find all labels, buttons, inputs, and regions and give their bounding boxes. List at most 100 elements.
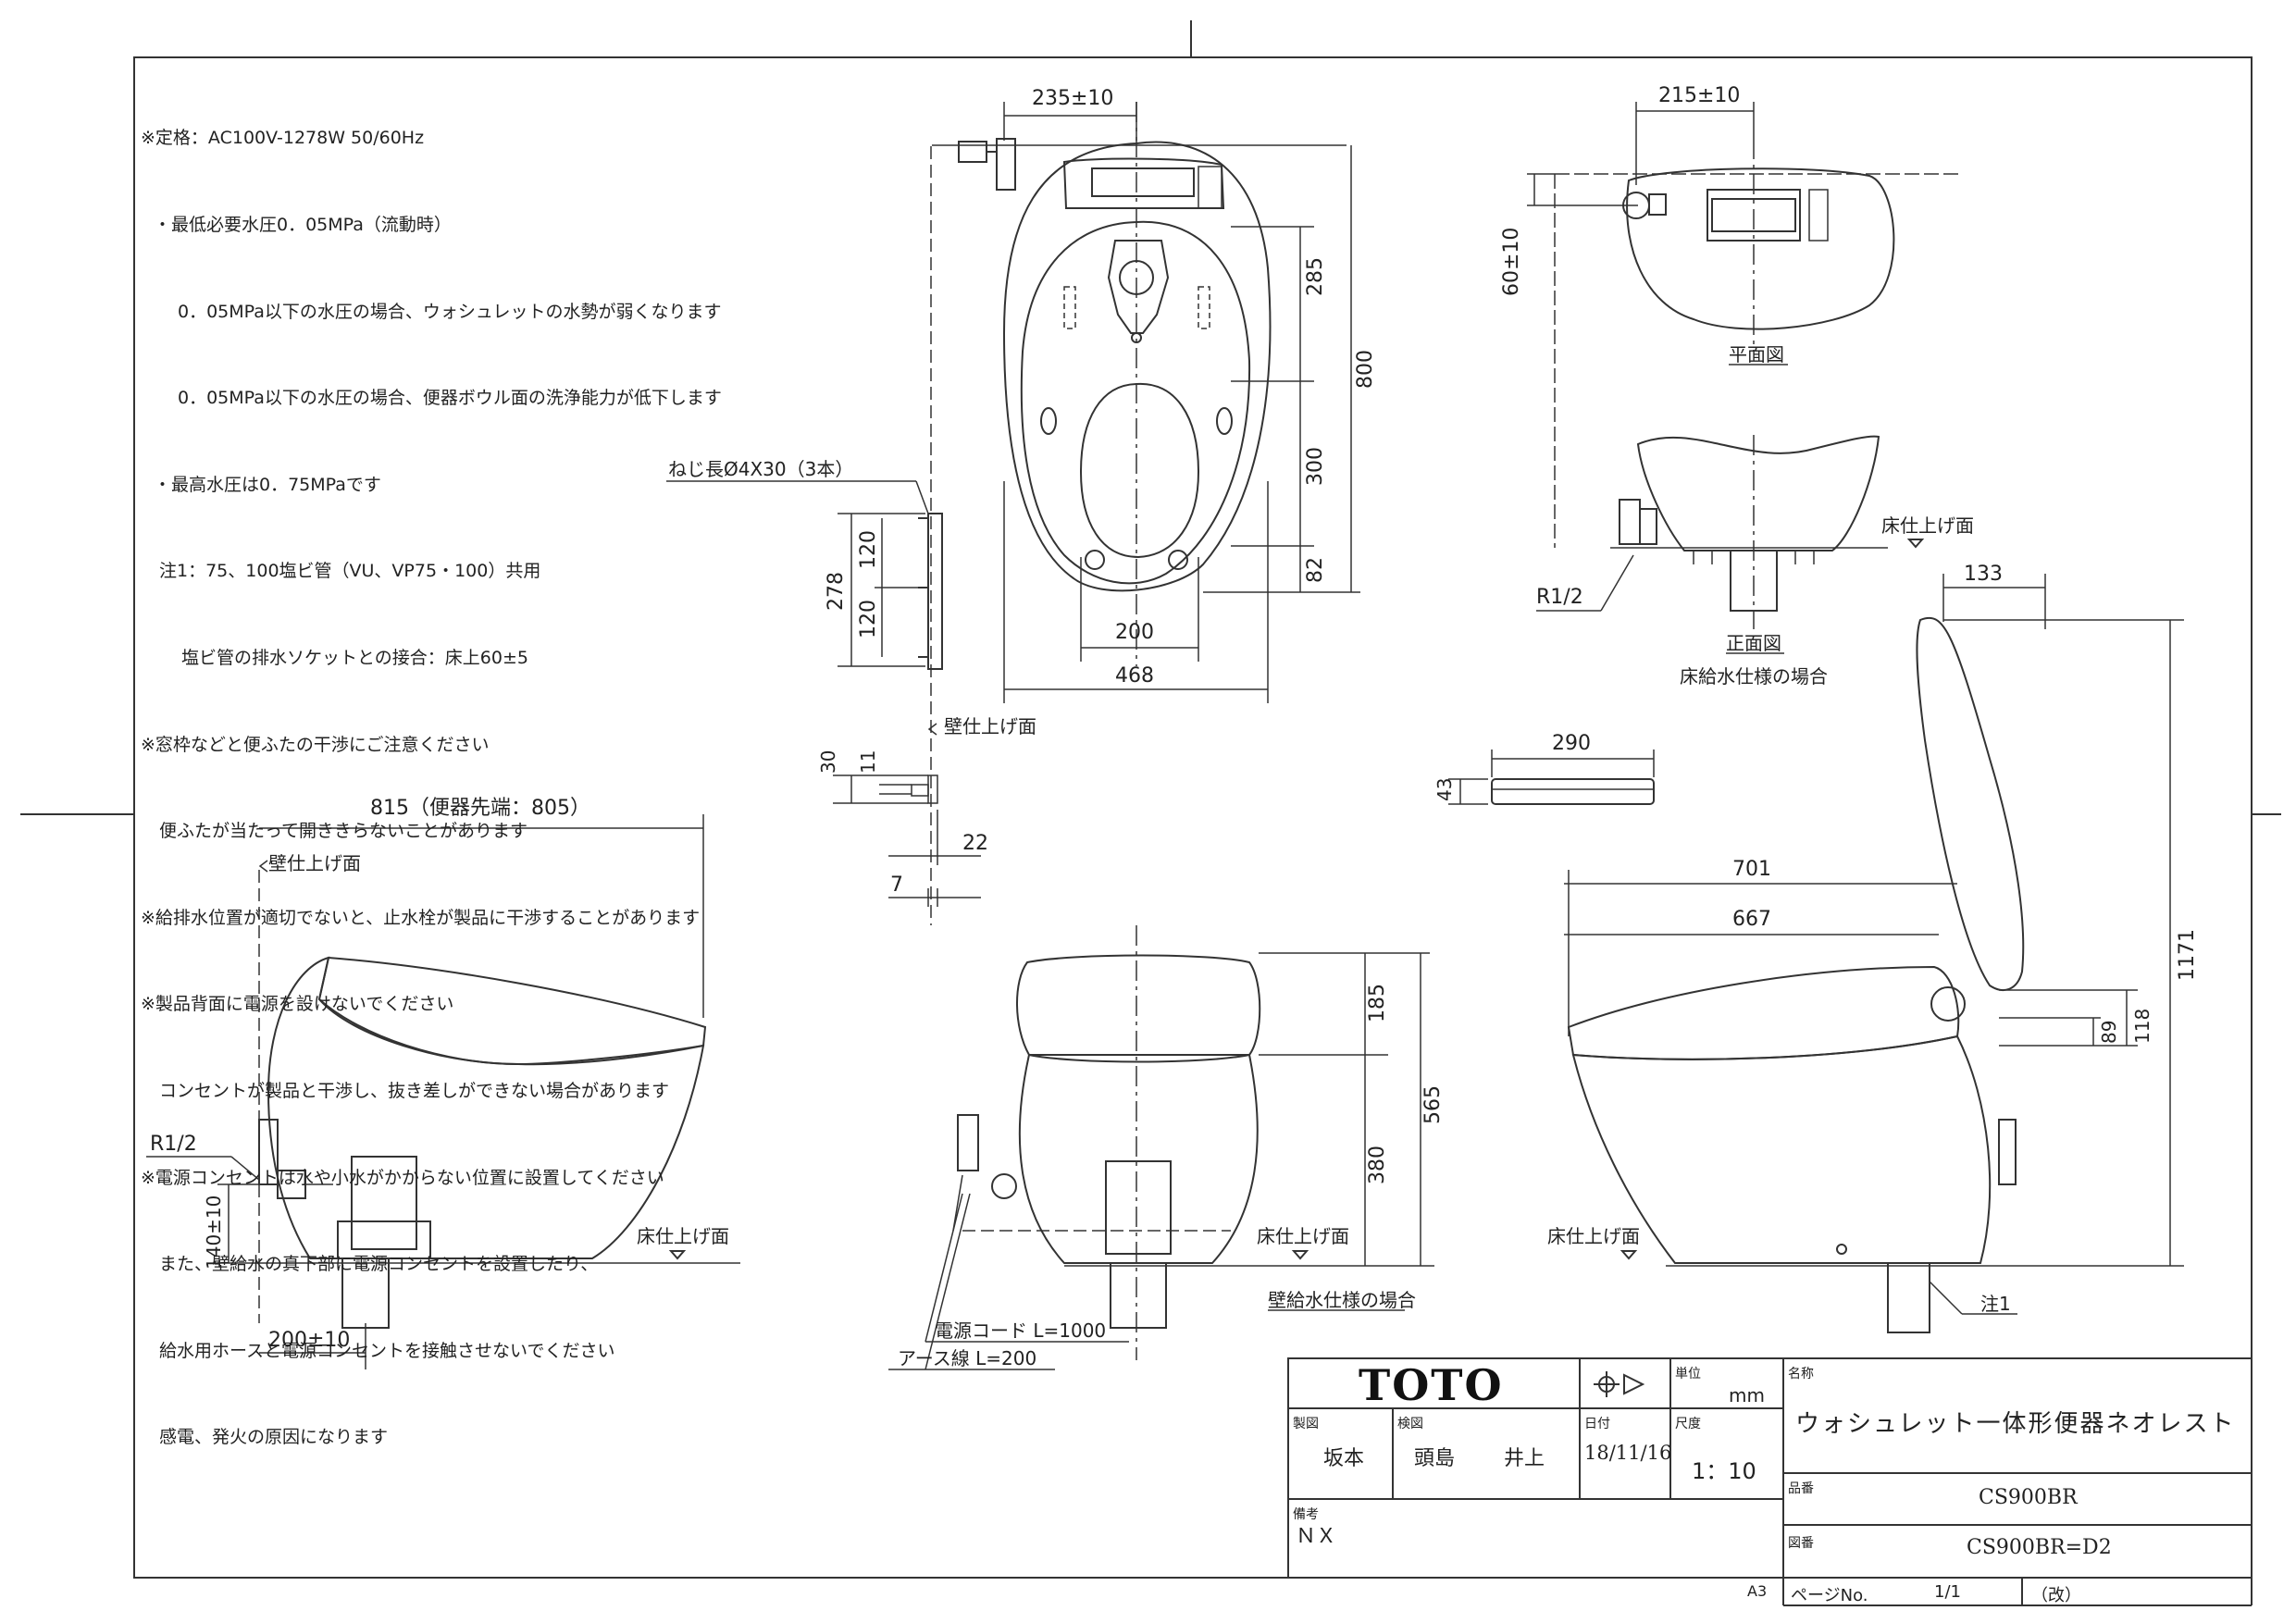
product-name: ウォシュレット一体形便器ネオレスト (1795, 1410, 2236, 1438)
remarks-label: 備考 (1293, 1507, 1319, 1522)
date-label: 日付 (1584, 1417, 1610, 1431)
power-cord-label: 電源コード L=1000 (935, 1319, 1106, 1342)
note-line: ※電源コンセントは水や小水がかからない位置に設置してください (141, 1167, 664, 1188)
unit-label: 単位 (1675, 1367, 1701, 1381)
checked-by: 頭島 (1414, 1447, 1456, 1470)
dim-120-top: 120 (857, 530, 880, 569)
dim-30: 30 (817, 750, 839, 774)
drawn-label: 製図 (1293, 1417, 1319, 1431)
wall-finish-marker (927, 723, 937, 736)
drawing-number: CS900BR=D2 (1967, 1536, 2112, 1559)
wall-plate-side (666, 480, 943, 670)
upper-right-plan (1527, 102, 1962, 548)
revision: （改） (2031, 1586, 2081, 1605)
checked-label: 検図 (1397, 1417, 1423, 1431)
wall-finish-label-left: 壁仕上げ面 (268, 852, 361, 874)
drawing-frame (20, 20, 2281, 1579)
dim-701: 701 (1732, 858, 1771, 881)
r12-label-front: R1/2 (1536, 586, 1583, 609)
floor-finish-label-right: 床仕上げ面 (1547, 1225, 1640, 1247)
note1-label: 注1 (1980, 1293, 2011, 1315)
title-block (1287, 1357, 2253, 1606)
earth-wire-label: アース線 L=200 (898, 1347, 1036, 1369)
dim-300: 300 (1304, 447, 1327, 486)
remarks-value: ＮＸ (1296, 1525, 1337, 1548)
dim-43: 43 (1433, 778, 1456, 801)
dim-140: 140±10 (203, 1196, 225, 1270)
note-line: 0．05MPa以下の水圧の場合、便器ボウル面の洗浄能力が低下します (178, 388, 722, 409)
dim-133: 133 (1964, 563, 2003, 586)
note-line: ※窓枠などと便ふたの干渉にご注意ください (141, 734, 490, 755)
scale-value: 1：10 (1692, 1458, 1756, 1484)
dim-468: 468 (1115, 664, 1154, 688)
wall-finish-marker-left (258, 860, 268, 873)
dim-120-bottom: 120 (857, 600, 880, 638)
note-line: ・最高水圧は0．75MPaです (154, 474, 381, 495)
note-line: また、壁給水の真下部に電源コンセントを設置したり、 (159, 1254, 599, 1275)
note-line: ※製品背面に電源を設けないでください (141, 994, 454, 1015)
dim-800: 800 (1354, 350, 1377, 389)
floor-supply-label: 床給水仕様の場合 (1680, 665, 1828, 688)
dim-565: 565 (1421, 1085, 1445, 1124)
dim-60: 60±10 (1500, 228, 1523, 296)
note-line: 塩ビ管の排水ソケットとの接合：床上60±5 (181, 647, 528, 668)
note-line: ※定格：AC100V-1278W 50/60Hz (141, 128, 425, 149)
dim-285: 285 (1304, 257, 1327, 296)
page-number: 1/1 (1934, 1582, 1961, 1602)
dim-82: 82 (1304, 557, 1327, 583)
dim-290: 290 (1552, 732, 1591, 755)
r12-label-left: R1/2 (150, 1133, 197, 1156)
approved-by: 井上 (1504, 1447, 1545, 1470)
date-value: 18/11/16 (1584, 1442, 1672, 1464)
page-label: ページNo. (1791, 1586, 1868, 1605)
front-view-label: 正面図 (1726, 632, 1781, 654)
wall-bracket-detail (833, 774, 981, 907)
dim-7: 7 (890, 873, 903, 897)
notes-block: ※定格：AC100V-1278W 50/60Hz ・最低必要水圧0．05MPa（… (141, 67, 722, 1481)
plan-view-dimensions (932, 102, 1360, 703)
wall-finish-label-top: 壁仕上げ面 (944, 715, 1036, 737)
drawing-label: 図番 (1788, 1536, 1814, 1551)
remote-control (1448, 750, 1655, 805)
dim-278: 278 (825, 572, 848, 611)
screw-label: ねじ長Ø4X30（3本） (668, 458, 853, 480)
dim-1171: 1171 (2176, 929, 2199, 981)
dim-815: 815（便器先端：805） (370, 797, 590, 820)
left-side-view (146, 814, 740, 1369)
floor-finish-label-front: 床仕上げ面 (1881, 514, 1974, 537)
dim-89: 89 (2098, 1021, 2120, 1044)
dim-11: 11 (857, 750, 879, 774)
dim-185: 185 (1366, 984, 1389, 1022)
floor-finish-label-left: 床仕上げ面 (637, 1225, 729, 1247)
scale-label: 尺度 (1675, 1417, 1701, 1431)
dim-200: 200 (1115, 621, 1154, 644)
dim-667: 667 (1732, 908, 1771, 931)
dim-215: 215±10 (1658, 84, 1740, 107)
front-view-floor-supply (1536, 435, 1925, 629)
name-label: 名称 (1788, 1367, 1814, 1381)
dim-380: 380 (1366, 1146, 1389, 1184)
center-front-view (888, 925, 1434, 1370)
dim-118: 118 (2131, 1009, 2153, 1044)
product-number: CS900BR (1979, 1486, 2078, 1509)
note-line: ※給排水位置が適切でないと、止水栓が製品に干渉することがあります (141, 907, 701, 928)
top-plan-view (930, 102, 1272, 925)
wall-supply-label: 壁給水仕様の場合 (1268, 1289, 1416, 1311)
dim-22: 22 (962, 832, 988, 855)
drawn-by: 坂本 (1323, 1447, 1365, 1470)
note-line: 便ふたが当たって開ききらないことがあります (159, 821, 528, 842)
product-label: 品番 (1788, 1481, 1814, 1496)
dim-235: 235±10 (1032, 87, 1113, 110)
note-line: 0．05MPa以下の水圧の場合、ウォシュレットの水勢が弱くなります (178, 301, 722, 322)
right-side-view (1564, 574, 2184, 1333)
unit-value: mm (1729, 1384, 1765, 1406)
note-line: 感電、発火の原因になります (159, 1427, 389, 1448)
dim-200-side: 200±10 (268, 1329, 350, 1352)
sheet-size: A3 (1747, 1582, 1768, 1600)
note-line: ・最低必要水圧0．05MPa（流動時） (154, 215, 452, 235)
toto-logo: TOTO (1359, 1360, 1504, 1410)
note-line: 注1：75、100塩ビ管（VU、VP75・100）共用 (159, 561, 541, 582)
floor-finish-label-center: 床仕上げ面 (1257, 1225, 1349, 1247)
note-line: 給水用ホースと電源コンセントを接触させないでください (159, 1340, 615, 1361)
